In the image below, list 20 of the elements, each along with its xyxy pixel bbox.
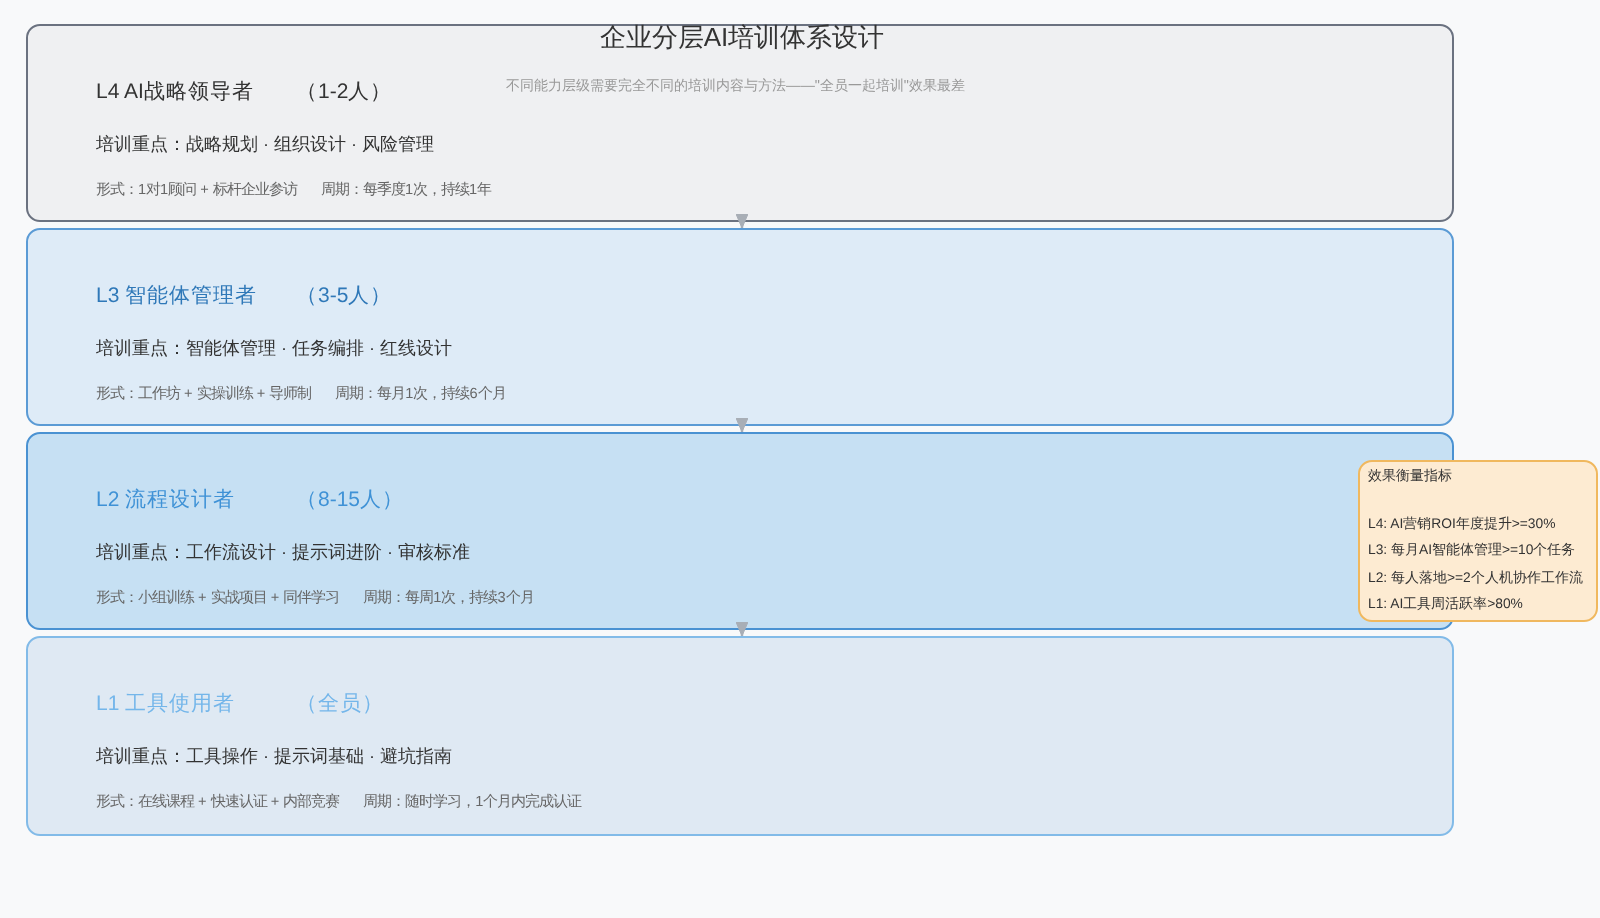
tier-title: L1 工具使用者 — [96, 690, 236, 718]
tier-title: L2 流程设计者 — [96, 486, 236, 514]
headcount-label: （全员） — [296, 690, 384, 718]
focus-text: 培训重点：战略规划 · 组织设计 · 风险管理 — [96, 132, 434, 156]
focus-text: 培训重点：智能体管理 · 任务编排 · 红线设计 — [96, 336, 452, 360]
headcount-label: （8-15人） — [296, 486, 405, 514]
arrow — [735, 417, 749, 433]
metrics-box — [1358, 460, 1598, 622]
tier-title: L4 AI战略领导者 — [96, 78, 254, 106]
tier-box — [26, 24, 1454, 222]
focus-text: 培训重点：工作流设计 · 提示词进阶 · 审核标准 — [96, 540, 470, 564]
focus-text: 培训重点：工具操作 · 提示词基础 · 避坑指南 — [96, 744, 452, 768]
arrow — [735, 213, 749, 229]
diagram-title: 企业分层AI培训体系设计 — [599, 22, 885, 54]
tier-title: L3 智能体管理者 — [96, 282, 258, 310]
tier-box — [26, 228, 1454, 426]
headcount-label: （3-5人） — [296, 282, 393, 310]
arrow — [735, 621, 749, 637]
headcount-label: （1-2人） — [296, 78, 393, 106]
tier-box — [26, 636, 1454, 836]
